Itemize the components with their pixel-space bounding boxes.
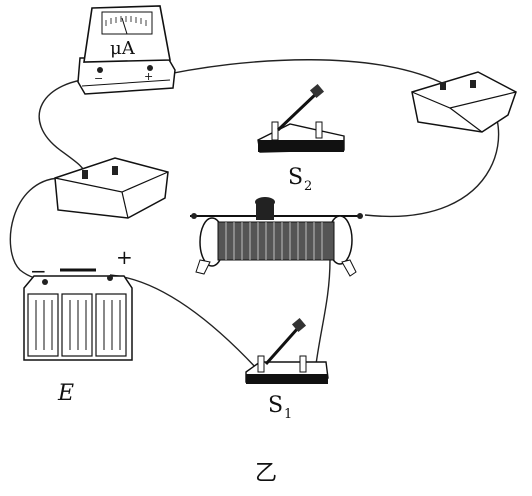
resistance-box-left [54, 157, 169, 219]
wire-rheostat-to-switch1 [314, 259, 331, 373]
battery-e: − + E [23, 245, 133, 406]
meter-plus-label: + [144, 70, 153, 83]
battery-name-label: E [57, 381, 74, 406]
resistance-box-right [411, 71, 517, 133]
wire-battery-to-switch1 [109, 274, 259, 371]
meter-unit-label: μA [110, 38, 136, 59]
switch1-letter: S [268, 393, 283, 418]
wire-ammeter-to-left-box [38, 77, 101, 177]
battery-minus-label: − [30, 259, 47, 283]
switch-s2: S 2 [257, 83, 345, 194]
microammeter: μA − + [77, 5, 176, 95]
figure-caption: 乙 [254, 461, 277, 486]
meter-minus-label: − [94, 72, 103, 85]
switch2-subscript: 2 [304, 179, 312, 194]
rheostat [190, 197, 363, 277]
switch1-subscript: 1 [284, 407, 292, 422]
battery-plus-label: + [116, 245, 133, 269]
switch-s1: S 1 [245, 317, 329, 422]
wire-ammeter-to-right-box [149, 59, 447, 86]
switch2-letter: S [288, 165, 303, 190]
